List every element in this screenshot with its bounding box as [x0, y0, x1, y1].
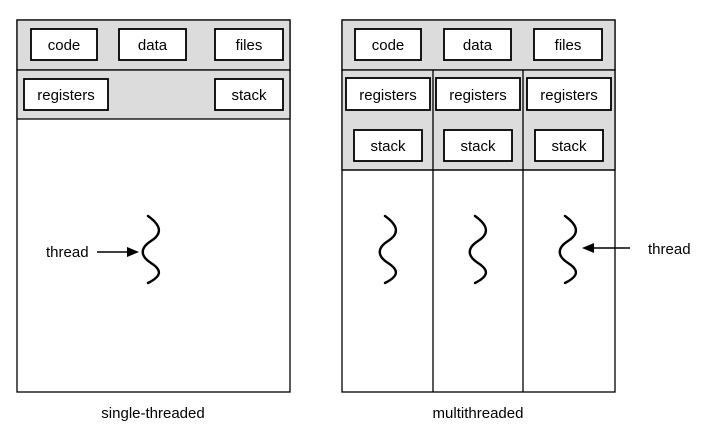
multi-thread1-registers-box: registers [345, 77, 431, 111]
multi-thread2-stack-box: stack [443, 129, 513, 162]
single-files-box: files [214, 28, 284, 61]
multi-thread3-stack-box: stack [534, 129, 604, 162]
multi-code-box: code [354, 28, 422, 61]
multi-thread3-squiggle [558, 214, 578, 285]
multi-thread-label: thread [648, 241, 691, 258]
multi-thread3-registers-box: registers [526, 77, 612, 111]
multi-thread-column-3: registers stack [526, 77, 612, 285]
multi-data-label: data [463, 37, 493, 54]
single-stack-box: stack [214, 78, 284, 111]
multi-thread2-squiggle [468, 214, 488, 285]
multi-thread2-registers-box: registers [435, 77, 521, 111]
multi-data-box: data [443, 28, 512, 61]
single-data-box: data [118, 28, 187, 61]
multi-thread3-registers-label: registers [540, 87, 598, 104]
single-data-label: data [138, 37, 168, 54]
multi-thread3-stack-label: stack [551, 138, 587, 155]
single-registers-box: registers [23, 78, 109, 111]
single-threaded-process: code data files registers stack thread s… [16, 19, 291, 422]
multi-thread1-registers-label: registers [359, 87, 417, 104]
multi-thread1-squiggle [378, 214, 398, 285]
multithreaded-caption: multithreaded [433, 405, 524, 422]
multi-thread-arrow-head [582, 243, 594, 253]
multithreaded-process: code data files registers stack [341, 19, 691, 422]
single-stack-label: stack [231, 87, 267, 104]
multi-thread2-stack-label: stack [460, 138, 496, 155]
single-code-label: code [48, 37, 81, 54]
multi-files-label: files [555, 37, 582, 54]
multi-thread1-stack-box: stack [353, 129, 423, 162]
multi-files-box: files [533, 28, 603, 61]
single-thread-arrow-head [127, 247, 139, 257]
multi-thread-column-2: registers stack [435, 77, 521, 285]
single-code-box: code [30, 28, 98, 61]
single-files-label: files [236, 37, 263, 54]
multi-thread-column-1: registers stack [345, 77, 431, 285]
single-thread-label: thread [46, 244, 89, 261]
multi-code-label: code [372, 37, 405, 54]
multi-thread1-stack-label: stack [370, 138, 406, 155]
multi-thread2-registers-label: registers [449, 87, 507, 104]
single-thread-squiggle [141, 214, 161, 285]
single-registers-label: registers [37, 87, 95, 104]
single-threaded-caption: single-threaded [101, 405, 204, 422]
